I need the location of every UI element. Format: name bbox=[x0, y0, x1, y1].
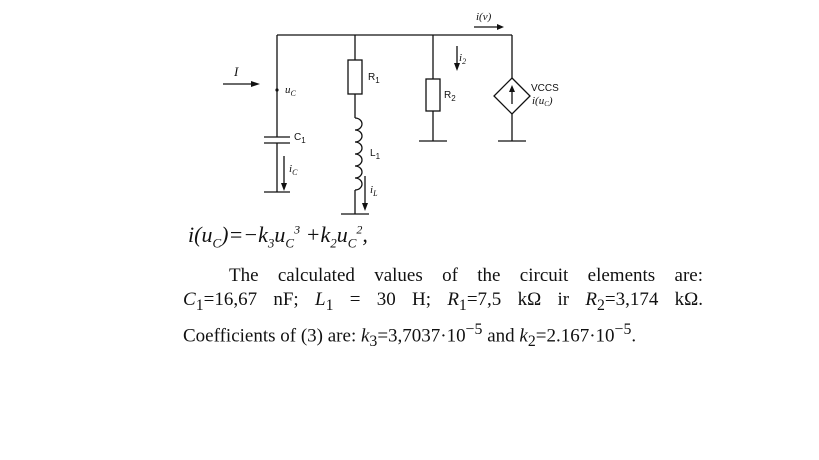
arrow-i2-head bbox=[454, 63, 460, 71]
node-dot bbox=[275, 88, 279, 92]
arrow-iL-head bbox=[362, 203, 368, 211]
label-uc: uC bbox=[285, 84, 297, 98]
arrow-ic-head bbox=[281, 183, 287, 191]
resistor-r2 bbox=[425, 78, 441, 112]
label-l1: L1 bbox=[370, 148, 381, 161]
circuit-diagram: I uC C1 iC R1 L1 iL R2 i2 VCCS i(uC) i(v… bbox=[223, 11, 559, 215]
vccs-arrow-head bbox=[509, 85, 515, 92]
element-values-text: The calculated values of the circuit ele… bbox=[183, 264, 703, 354]
label-r2: R2 bbox=[444, 90, 456, 103]
label-iL: iL bbox=[370, 184, 378, 198]
label-I: I bbox=[233, 64, 239, 79]
label-vccs: VCCS bbox=[531, 83, 559, 94]
text-line-3: Coefficients of (3) are: k3=3,7037·10−5 … bbox=[183, 320, 637, 350]
label-r1: R1 bbox=[368, 72, 380, 85]
label-ic: iC bbox=[289, 163, 298, 177]
arrow-I-head bbox=[251, 81, 260, 87]
label-vccs-value: i(uC) bbox=[532, 95, 553, 108]
text-line-1: The calculated values of the circuit ele… bbox=[229, 265, 703, 286]
resistor-r1 bbox=[347, 59, 363, 95]
label-c1: C1 bbox=[294, 132, 306, 145]
arrow-top-head bbox=[497, 24, 504, 30]
label-i2: i2 bbox=[459, 52, 466, 66]
label-top-current: i(v) bbox=[476, 11, 492, 23]
text-line-2: C1=16,67 nF; L1 = 30 H; R1=7,5 kΩ ir R2=… bbox=[183, 289, 704, 314]
inductor-l1 bbox=[354, 117, 363, 191]
nonlinearity-equation: i(uC)=−k3uC3 +k2uC2, bbox=[188, 222, 368, 251]
